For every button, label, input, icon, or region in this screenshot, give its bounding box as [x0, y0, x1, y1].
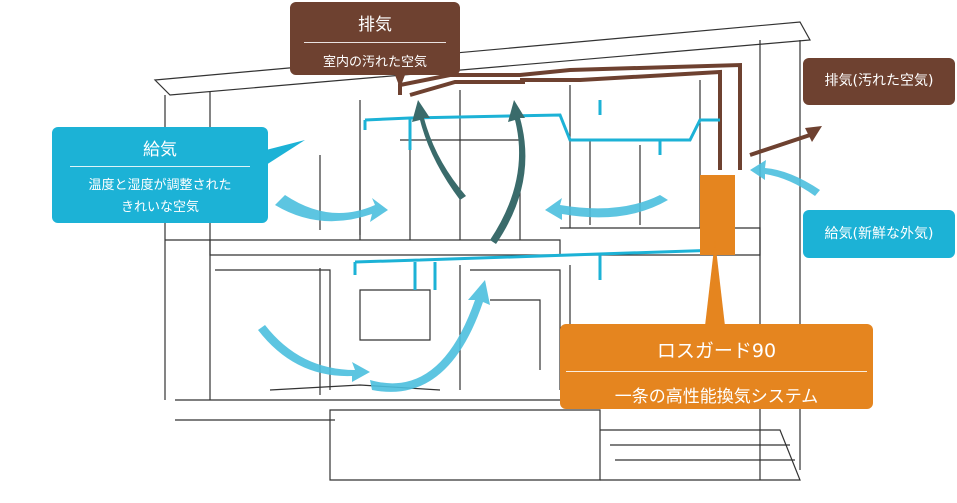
losgard-title: ロスガード90	[656, 340, 777, 362]
house-structure	[153, 21, 811, 481]
exhaust-flow-arrows	[412, 100, 526, 244]
exhaust-subtitle: 室内の汚れた空気	[322, 55, 427, 70]
losgard-callout: ロスガード90 一条の高性能換気システム	[560, 324, 873, 409]
supply-left-pointer	[266, 140, 305, 165]
supply-title: 給気	[143, 140, 177, 160]
divider	[70, 166, 250, 167]
exhaust-outdoor-label: 排気(汚れた空気)	[803, 58, 955, 105]
losgard-pointer	[705, 240, 725, 326]
divider	[304, 42, 446, 43]
exhaust-out-arrow-icon	[805, 126, 822, 142]
supply-flow-arrows	[258, 160, 820, 392]
supply-subtitle-line1: 温度と湿度が調整された	[88, 178, 232, 193]
exhaust-title: 排気	[358, 15, 392, 35]
losgard-subtitle: 一条の高性能換気システム	[614, 387, 819, 407]
supply-outdoor-label: 給気(新鮮な外気)	[803, 210, 955, 258]
losgard-unit	[700, 175, 735, 255]
exhaust-top-pointer	[395, 75, 405, 88]
supply-ducts	[353, 100, 721, 290]
supply-subtitle-line2: きれいな空気	[120, 200, 199, 215]
divider	[566, 371, 867, 372]
supply-indoor-callout: 給気 温度と湿度が調整された きれいな空気	[52, 127, 268, 223]
exhaust-indoor-callout: 排気 室内の汚れた空気	[290, 2, 460, 75]
